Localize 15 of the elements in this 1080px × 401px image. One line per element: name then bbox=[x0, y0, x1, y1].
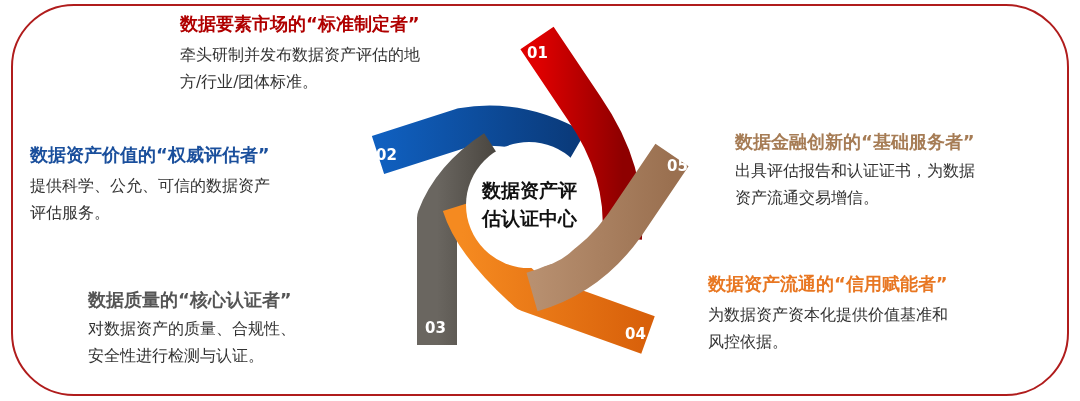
step-number: 03 bbox=[425, 319, 446, 337]
step-number: 04 bbox=[625, 325, 646, 343]
role-description: 牵头研制并发布数据资产评估的地方/行业/团体标准。 bbox=[180, 45, 421, 94]
center-title: 数据资产评估认证中心 bbox=[480, 178, 578, 231]
role-description: 提供科学、公允、可信的数据资产评估服务。 bbox=[30, 176, 271, 225]
role-description: 对数据资产的质量、合规性、安全性进行检测与认证。 bbox=[88, 319, 297, 368]
role-description: 为数据资产资本化提供价值基准和风控依据。 bbox=[708, 305, 949, 354]
role-heading: 数据资产价值的“权威评估者” bbox=[30, 143, 270, 167]
role-heading: 数据金融创新的“基础服务者” bbox=[735, 130, 975, 154]
role-heading: 数据质量的“核心认证者” bbox=[88, 288, 292, 312]
step-number: 01 bbox=[527, 44, 548, 62]
step-number: 02 bbox=[376, 146, 397, 164]
role-heading: 数据资产流通的“信用赋能者” bbox=[708, 272, 948, 296]
role-heading: 数据要素市场的“标准制定者” bbox=[180, 12, 420, 36]
role-description: 出具评估报告和认证证书，为数据资产流通交易增信。 bbox=[735, 161, 976, 210]
